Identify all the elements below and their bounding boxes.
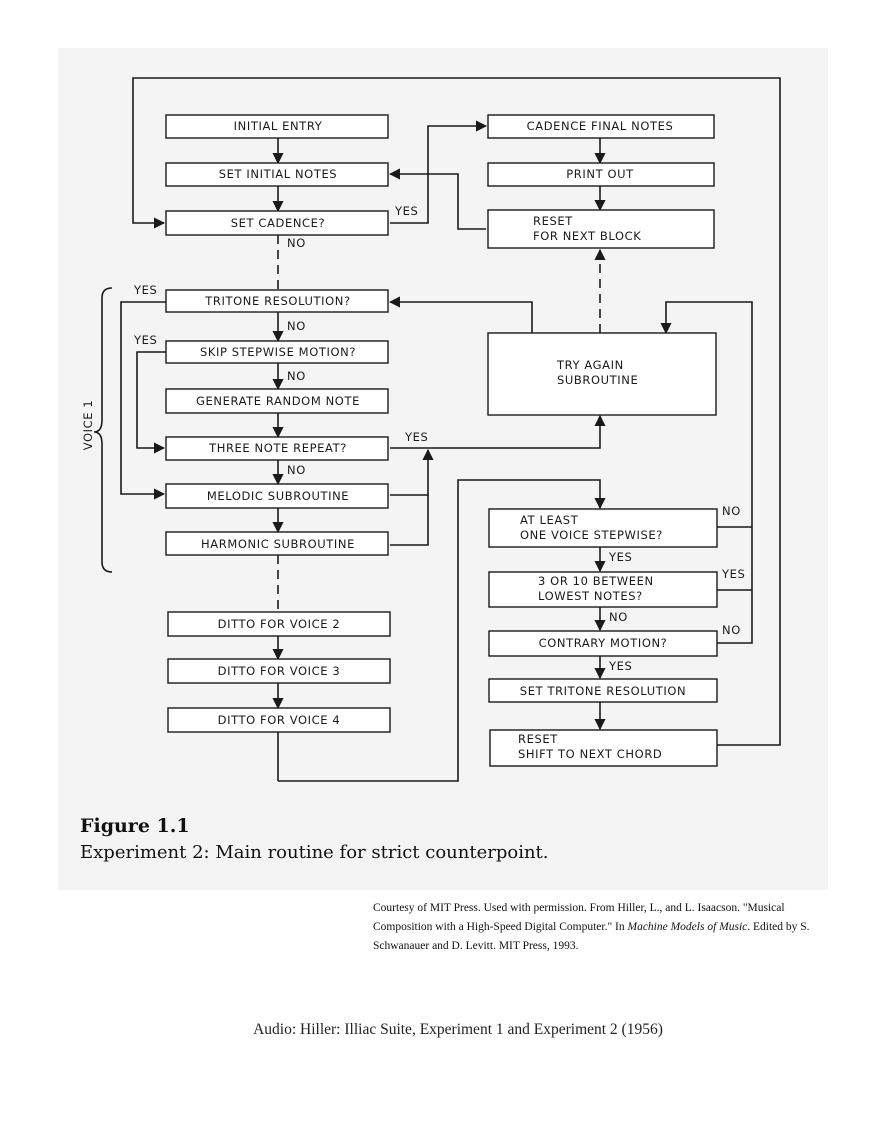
svg-text:3 OR 10 BETWEEN: 3 OR 10 BETWEEN	[538, 574, 654, 588]
svg-text:DITTO FOR VOICE 2: DITTO FOR VOICE 2	[218, 617, 341, 631]
svg-text:SKIP STEPWISE MOTION?: SKIP STEPWISE MOTION?	[200, 345, 356, 359]
edge-label-no: NO	[609, 610, 628, 624]
edge-labels: YES NO YES NO YES NO YES NO NO YES YES N…	[133, 204, 745, 673]
edge-label-yes: YES	[394, 204, 418, 218]
node-ditto-voice-2: DITTO FOR VOICE 2	[167, 611, 391, 637]
edge-label-yes: YES	[133, 283, 157, 297]
edge-label-yes: YES	[608, 550, 632, 564]
node-set-tritone-resolution: SET TRITONE RESOLUTION	[488, 678, 718, 703]
node-at-least-one-voice-stepwise: AT LEAST ONE VOICE STEPWISE?	[488, 508, 718, 548]
edge-label-no: NO	[287, 319, 306, 333]
svg-text:SUBROUTINE: SUBROUTINE	[557, 373, 638, 387]
edge-label-no: NO	[287, 236, 306, 250]
svg-text:DITTO FOR VOICE 4: DITTO FOR VOICE 4	[218, 713, 341, 727]
svg-text:INITIAL ENTRY: INITIAL ENTRY	[234, 119, 323, 133]
svg-text:TRY AGAIN: TRY AGAIN	[556, 358, 624, 372]
svg-text:CONTRARY MOTION?: CONTRARY MOTION?	[539, 636, 668, 650]
svg-text:LOWEST NOTES?: LOWEST NOTES?	[538, 589, 643, 603]
figure-caption: Experiment 2: Main routine for strict co…	[80, 842, 549, 863]
edge-label-no: NO	[287, 369, 306, 383]
credit-text-part1: Courtesy of MIT Press. Used with permiss…	[373, 902, 785, 933]
svg-text:THREE NOTE REPEAT?: THREE NOTE REPEAT?	[208, 441, 347, 455]
svg-text:TRITONE RESOLUTION?: TRITONE RESOLUTION?	[204, 294, 350, 308]
credit-text: Courtesy of MIT Press. Used with permiss…	[373, 899, 818, 956]
edge-label-no: NO	[287, 463, 306, 477]
svg-text:GENERATE RANDOM NOTE: GENERATE RANDOM NOTE	[196, 394, 360, 408]
node-try-again-subroutine: TRY AGAIN SUBROUTINE	[487, 332, 717, 416]
node-reset-next-block: RESET FOR NEXT BLOCK	[487, 209, 715, 249]
svg-text:CADENCE FINAL NOTES: CADENCE FINAL NOTES	[527, 119, 674, 133]
svg-text:PRINT OUT: PRINT OUT	[566, 167, 634, 181]
credit-text-part2: . Edited by S. Schwanauer and D. Levitt.…	[373, 921, 810, 952]
node-ditto-voice-4: DITTO FOR VOICE 4	[167, 707, 391, 733]
node-melodic-subroutine: MELODIC SUBROUTINE	[165, 483, 389, 509]
node-skip-stepwise-motion: SKIP STEPWISE MOTION?	[165, 340, 389, 364]
svg-text:AT LEAST: AT LEAST	[520, 513, 579, 527]
svg-text:SET TRITONE RESOLUTION: SET TRITONE RESOLUTION	[520, 684, 686, 698]
node-between-lowest-notes: 3 OR 10 BETWEEN LOWEST NOTES?	[488, 571, 718, 608]
voice-1-brace: VOICE 1	[81, 287, 113, 573]
edge-label-yes: YES	[721, 567, 745, 581]
voice-1-label: VOICE 1	[81, 400, 95, 451]
node-initial-entry: INITIAL ENTRY	[165, 114, 389, 139]
svg-text:RESET: RESET	[533, 214, 573, 228]
svg-text:HARMONIC SUBROUTINE: HARMONIC SUBROUTINE	[201, 537, 355, 551]
node-three-note-repeat: THREE NOTE REPEAT?	[165, 436, 389, 461]
node-print-out: PRINT OUT	[487, 162, 715, 187]
svg-text:ONE VOICE STEPWISE?: ONE VOICE STEPWISE?	[520, 528, 663, 542]
svg-text:FOR NEXT BLOCK: FOR NEXT BLOCK	[533, 229, 641, 243]
node-contrary-motion: CONTRARY MOTION?	[488, 630, 718, 657]
node-set-initial-notes: SET INITIAL NOTES	[165, 162, 389, 187]
edge-label-no: NO	[722, 504, 741, 518]
edge-label-yes: YES	[608, 659, 632, 673]
edge-label-no: NO	[722, 623, 741, 637]
node-harmonic-subroutine: HARMONIC SUBROUTINE	[165, 531, 389, 556]
edge-label-yes: YES	[404, 430, 428, 444]
edge-label-yes: YES	[133, 333, 157, 347]
credit-book-title: Machine Models of Music	[627, 921, 748, 933]
svg-text:SHIFT TO NEXT CHORD: SHIFT TO NEXT CHORD	[518, 747, 662, 761]
svg-text:RESET: RESET	[518, 732, 558, 746]
svg-text:MELODIC SUBROUTINE: MELODIC SUBROUTINE	[207, 489, 349, 503]
node-set-cadence: SET CADENCE?	[165, 210, 389, 236]
svg-text:SET INITIAL NOTES: SET INITIAL NOTES	[219, 167, 337, 181]
audio-caption: Audio: Hiller: Illiac Suite, Experiment …	[253, 1021, 663, 1038]
connectors	[120, 77, 781, 782]
node-reset-shift-next-chord: RESET SHIFT TO NEXT CHORD	[489, 729, 718, 767]
node-generate-random-note: GENERATE RANDOM NOTE	[165, 388, 389, 414]
node-ditto-voice-3: DITTO FOR VOICE 3	[167, 658, 391, 684]
figure-title: Figure 1.1	[80, 815, 190, 837]
node-cadence-final-notes: CADENCE FINAL NOTES	[487, 114, 715, 139]
svg-text:DITTO FOR VOICE 3: DITTO FOR VOICE 3	[218, 664, 341, 678]
node-tritone-resolution: TRITONE RESOLUTION?	[165, 289, 389, 313]
svg-text:SET CADENCE?: SET CADENCE?	[231, 216, 325, 230]
